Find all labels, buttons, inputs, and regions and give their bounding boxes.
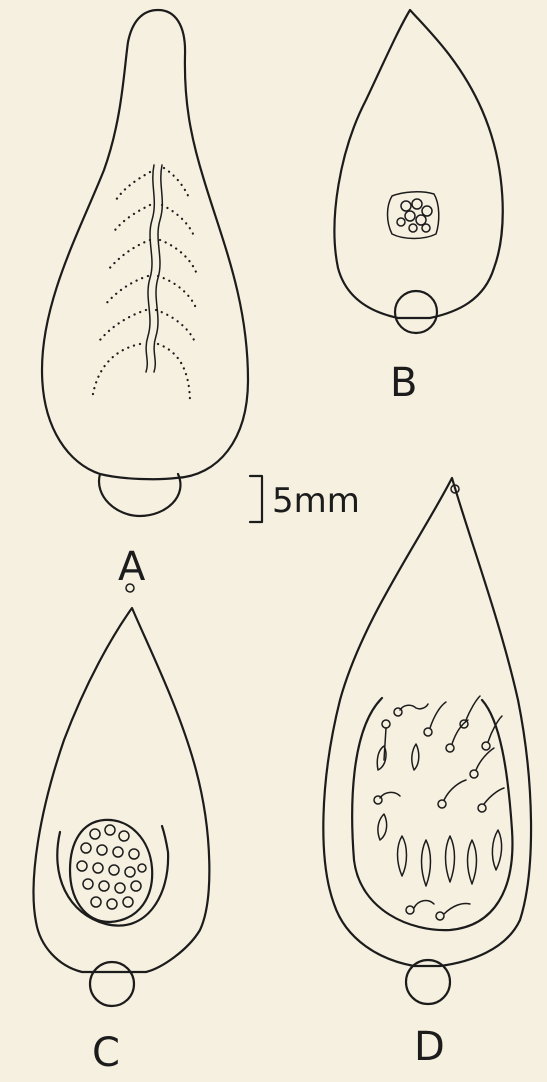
- panel-b-cell: [401, 201, 411, 211]
- panel-d-larva-head: [482, 742, 490, 750]
- panel-a-dotted-branch-r5: [156, 310, 194, 340]
- scale-bar-bracket: [250, 476, 262, 522]
- panel-b-egg-outline: [334, 10, 502, 318]
- panel-d-larva: [492, 830, 501, 870]
- panel-d-larva: [484, 788, 504, 804]
- panel-c-drawing: [34, 584, 210, 1006]
- panel-c-cell: [90, 829, 100, 839]
- panel-a-dotted-branch-l2: [112, 205, 150, 234]
- panel-b-drawing: [334, 10, 502, 333]
- panel-d-larva-head: [374, 796, 382, 804]
- panel-d-larva: [378, 814, 387, 840]
- panel-d-larva: [422, 840, 431, 886]
- panel-d-larva: [446, 836, 455, 882]
- panel-a-dotted-branch-r3: [160, 240, 196, 272]
- panel-c-cell: [129, 849, 139, 859]
- panel-a-dotted-branch-l4: [104, 276, 148, 306]
- panel-d-larva-head: [406, 906, 414, 914]
- panel-d-larva-head: [438, 800, 446, 808]
- panel-a-label: A: [118, 544, 146, 590]
- panel-c-cell: [77, 861, 87, 871]
- panel-d-larva: [476, 748, 494, 770]
- panel-c-cell: [125, 867, 135, 877]
- panel-b-cell: [422, 224, 430, 232]
- scale-bar: 5mm: [250, 476, 360, 522]
- panel-c-cell: [109, 865, 119, 875]
- panel-b-cell: [412, 199, 422, 209]
- panel-d-larva: [412, 744, 419, 770]
- panel-a-dotted-branch-l3: [108, 240, 150, 270]
- panel-b-cell: [422, 206, 432, 216]
- panel-c-yolk-sac: [90, 962, 134, 1006]
- panel-c-cell: [138, 864, 146, 872]
- panel-b-yolk-sac: [395, 291, 437, 333]
- panel-c-cell: [81, 843, 91, 853]
- panel-b-cell: [405, 211, 415, 221]
- panel-a-dotted-branch-r2: [162, 205, 194, 236]
- panel-d-larva-head: [446, 744, 454, 752]
- panel-d-larva: [380, 792, 400, 798]
- panel-d-larva-head: [382, 720, 390, 728]
- panel-c-egg-outline: [34, 608, 210, 972]
- panel-d-larva: [400, 704, 428, 710]
- panel-d-larva: [468, 840, 477, 884]
- panel-d-larva-head: [394, 708, 402, 716]
- panel-d-label: D: [414, 1024, 445, 1070]
- panel-a-dotted-arc-left: [92, 344, 140, 400]
- panel-a-dotted-branch-r4: [158, 276, 196, 308]
- panel-c-cells: [77, 825, 146, 909]
- panel-a-filament-right: [154, 165, 162, 372]
- panel-d-larva: [398, 836, 407, 876]
- panel-a-dotted-branch-r1: [164, 168, 190, 200]
- panel-c-cell: [115, 883, 125, 893]
- panel-a-dotted-branch-l1: [116, 172, 150, 200]
- panel-c-cell: [105, 825, 115, 835]
- panel-d-larva-head: [470, 770, 478, 778]
- panel-c-cell: [119, 831, 129, 841]
- panel-a-dotted-arc-right: [158, 344, 190, 404]
- panel-d-larva: [414, 901, 434, 908]
- panel-b-label: B: [390, 360, 417, 406]
- panel-d-drawing: [323, 478, 531, 1004]
- panel-d-larvae: [374, 696, 504, 920]
- panel-c-cell: [131, 881, 141, 891]
- panel-d-larva-head: [478, 804, 486, 812]
- panel-d-larva-head: [424, 728, 432, 736]
- panel-d-larva: [444, 903, 470, 914]
- panel-c-cell: [97, 845, 107, 855]
- panel-d-egg-outline: [323, 478, 531, 966]
- panel-c-cell: [123, 897, 133, 907]
- panel-a-dotted-branch-l5: [100, 310, 146, 340]
- panel-d-larva: [466, 696, 480, 720]
- panel-a-egg-outline: [42, 10, 248, 479]
- panel-c-cell: [113, 847, 123, 857]
- panel-c-cell: [99, 881, 109, 891]
- panel-a-drawing: [42, 10, 248, 516]
- panel-d-larva-head: [436, 912, 444, 920]
- panel-a-filament-left: [146, 165, 154, 372]
- panel-b-cell: [397, 218, 405, 226]
- panel-a-yolk-sac: [99, 474, 180, 516]
- panel-c-cell: [91, 897, 101, 907]
- panel-b-cell: [409, 224, 417, 232]
- panel-c-label: C: [92, 1030, 120, 1076]
- scale-bar-label: 5mm: [272, 481, 360, 521]
- panel-d-larva: [430, 702, 446, 728]
- panel-d-larva: [444, 780, 466, 800]
- panel-c-cell: [83, 879, 93, 889]
- panel-c-cell: [107, 899, 117, 909]
- panel-c-cell: [93, 863, 103, 873]
